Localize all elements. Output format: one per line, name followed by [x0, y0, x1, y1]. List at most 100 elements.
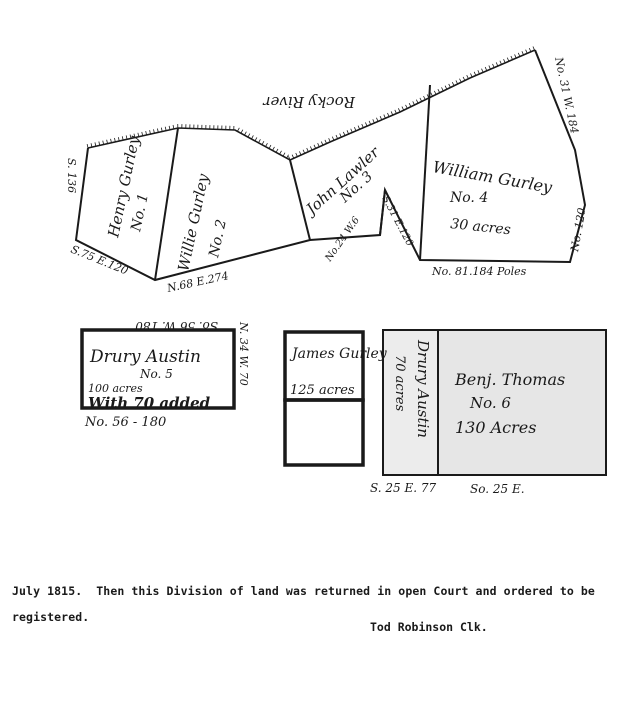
- bank-tick: [481, 68, 484, 73]
- bank-tick: [288, 156, 291, 161]
- bank-tick: [365, 122, 368, 127]
- willie-gurley-label: Willie Gurley: [174, 172, 212, 273]
- bank-tick: [415, 99, 419, 104]
- bank-tick: [492, 63, 495, 68]
- bank-tick: [254, 137, 258, 142]
- benj-bottom-bound: So. 25 E.: [470, 482, 525, 496]
- bank-tick: [324, 139, 327, 144]
- bank-tick: [141, 131, 144, 136]
- bank-tick: [98, 141, 101, 146]
- bank-tick: [279, 150, 282, 155]
- bound-right-lower: No. 120: [568, 207, 589, 254]
- bank-tick: [342, 131, 346, 136]
- bank-tick: [286, 154, 289, 159]
- drury-right-bound: N. 34 W. 70: [237, 321, 250, 386]
- bank-tick: [331, 136, 335, 141]
- river-bank-hatching: [86, 46, 535, 161]
- bank-tick: [462, 76, 466, 81]
- bank-tick: [350, 128, 353, 133]
- bound-bottom-mid: N.68 E.274: [165, 269, 230, 295]
- bank-tick: [525, 49, 528, 54]
- bank-tick: [466, 74, 469, 79]
- bank-tick: [430, 92, 433, 97]
- bank-tick: [114, 137, 116, 143]
- drury-austin-strip-box: [382, 329, 439, 476]
- bank-tick: [160, 127, 163, 132]
- bank-tick: [164, 126, 167, 131]
- henry-gurley-number: No. 1: [128, 192, 152, 234]
- bank-tick: [335, 134, 338, 139]
- drury-bottom-bound: No. 56 - 180: [84, 415, 166, 430]
- benj-thomas-name: Benj. Thomas: [454, 370, 565, 389]
- bank-tick: [397, 108, 401, 113]
- bank-tick: [247, 133, 251, 138]
- bank-tick: [532, 46, 535, 51]
- bank-tick: [372, 119, 375, 124]
- bound-notch-right: S.31 E.120: [379, 194, 415, 248]
- bank-tick: [282, 152, 286, 157]
- benj-thomas-area: 130 Acres: [455, 418, 536, 437]
- bank-tick: [426, 94, 430, 99]
- drury-number: No. 5: [139, 367, 173, 381]
- bank-tick: [240, 129, 244, 134]
- bank-tick: [408, 102, 412, 107]
- benj-bottom-left-bound: S. 25 E. 77: [370, 481, 437, 495]
- bank-tick: [110, 138, 112, 143]
- survey-plat: Rocky River Henry Gurley No. 1 Willie Gu…: [65, 46, 607, 496]
- bank-tick: [437, 88, 441, 93]
- bank-tick: [153, 129, 155, 134]
- bank-tick: [309, 146, 313, 151]
- bank-tick: [383, 114, 386, 119]
- bank-tick: [517, 52, 521, 57]
- bank-tick: [510, 55, 513, 60]
- benj-thomas-tract-box: [437, 329, 607, 476]
- bank-tick: [459, 78, 462, 83]
- bank-tick: [121, 136, 124, 141]
- bank-tick: [506, 57, 510, 62]
- james-gurley-area: 125 acres: [290, 383, 355, 398]
- bank-tick: [258, 139, 261, 144]
- bank-tick: [295, 152, 298, 157]
- bound-bottom-left: S.75 E.120: [69, 243, 130, 278]
- bank-tick: [149, 130, 151, 135]
- bank-tick: [387, 112, 390, 117]
- bank-tick: [423, 95, 426, 100]
- bank-tick: [484, 66, 488, 71]
- bank-tick: [401, 106, 405, 111]
- drury-top-bound: So. 56 W. 180: [135, 319, 218, 333]
- drury-strip-name: Drury Austin: [414, 339, 432, 438]
- bank-tick: [86, 144, 89, 149]
- bank-tick: [320, 141, 324, 146]
- bank-tick: [157, 128, 159, 133]
- bank-tick: [448, 83, 451, 88]
- bound-left-side: S. 136: [65, 158, 78, 193]
- bank-tick: [106, 139, 108, 144]
- bank-tick: [129, 134, 132, 139]
- bank-tick: [495, 62, 499, 67]
- bank-tick: [90, 143, 93, 148]
- bank-tick: [272, 146, 275, 151]
- bank-tick: [306, 147, 309, 152]
- bank-tick: [405, 104, 408, 109]
- drury-austin-tract-box: [80, 328, 236, 410]
- bank-tick: [488, 65, 491, 70]
- bank-tick: [172, 124, 175, 129]
- bank-tick: [346, 130, 349, 135]
- bank-tick: [339, 133, 342, 138]
- bank-tick: [514, 54, 517, 59]
- bank-tick: [521, 51, 524, 56]
- bank-tick: [265, 142, 268, 147]
- bank-tick: [317, 143, 320, 147]
- bank-tick: [499, 60, 502, 65]
- bank-tick: [379, 116, 383, 120]
- drury-area: 100 acres: [88, 382, 143, 395]
- benj-thomas-number: No. 6: [469, 394, 511, 412]
- drury-note: With 70 added: [88, 394, 211, 412]
- bank-tick: [444, 85, 448, 90]
- willie-gurley-number: No. 2: [206, 218, 230, 260]
- bank-tick: [302, 149, 306, 154]
- bank-tick: [102, 140, 105, 145]
- bank-tick: [503, 59, 506, 64]
- registration-note: July 1815. Then this Division of land wa…: [12, 584, 602, 624]
- bank-tick: [268, 144, 272, 149]
